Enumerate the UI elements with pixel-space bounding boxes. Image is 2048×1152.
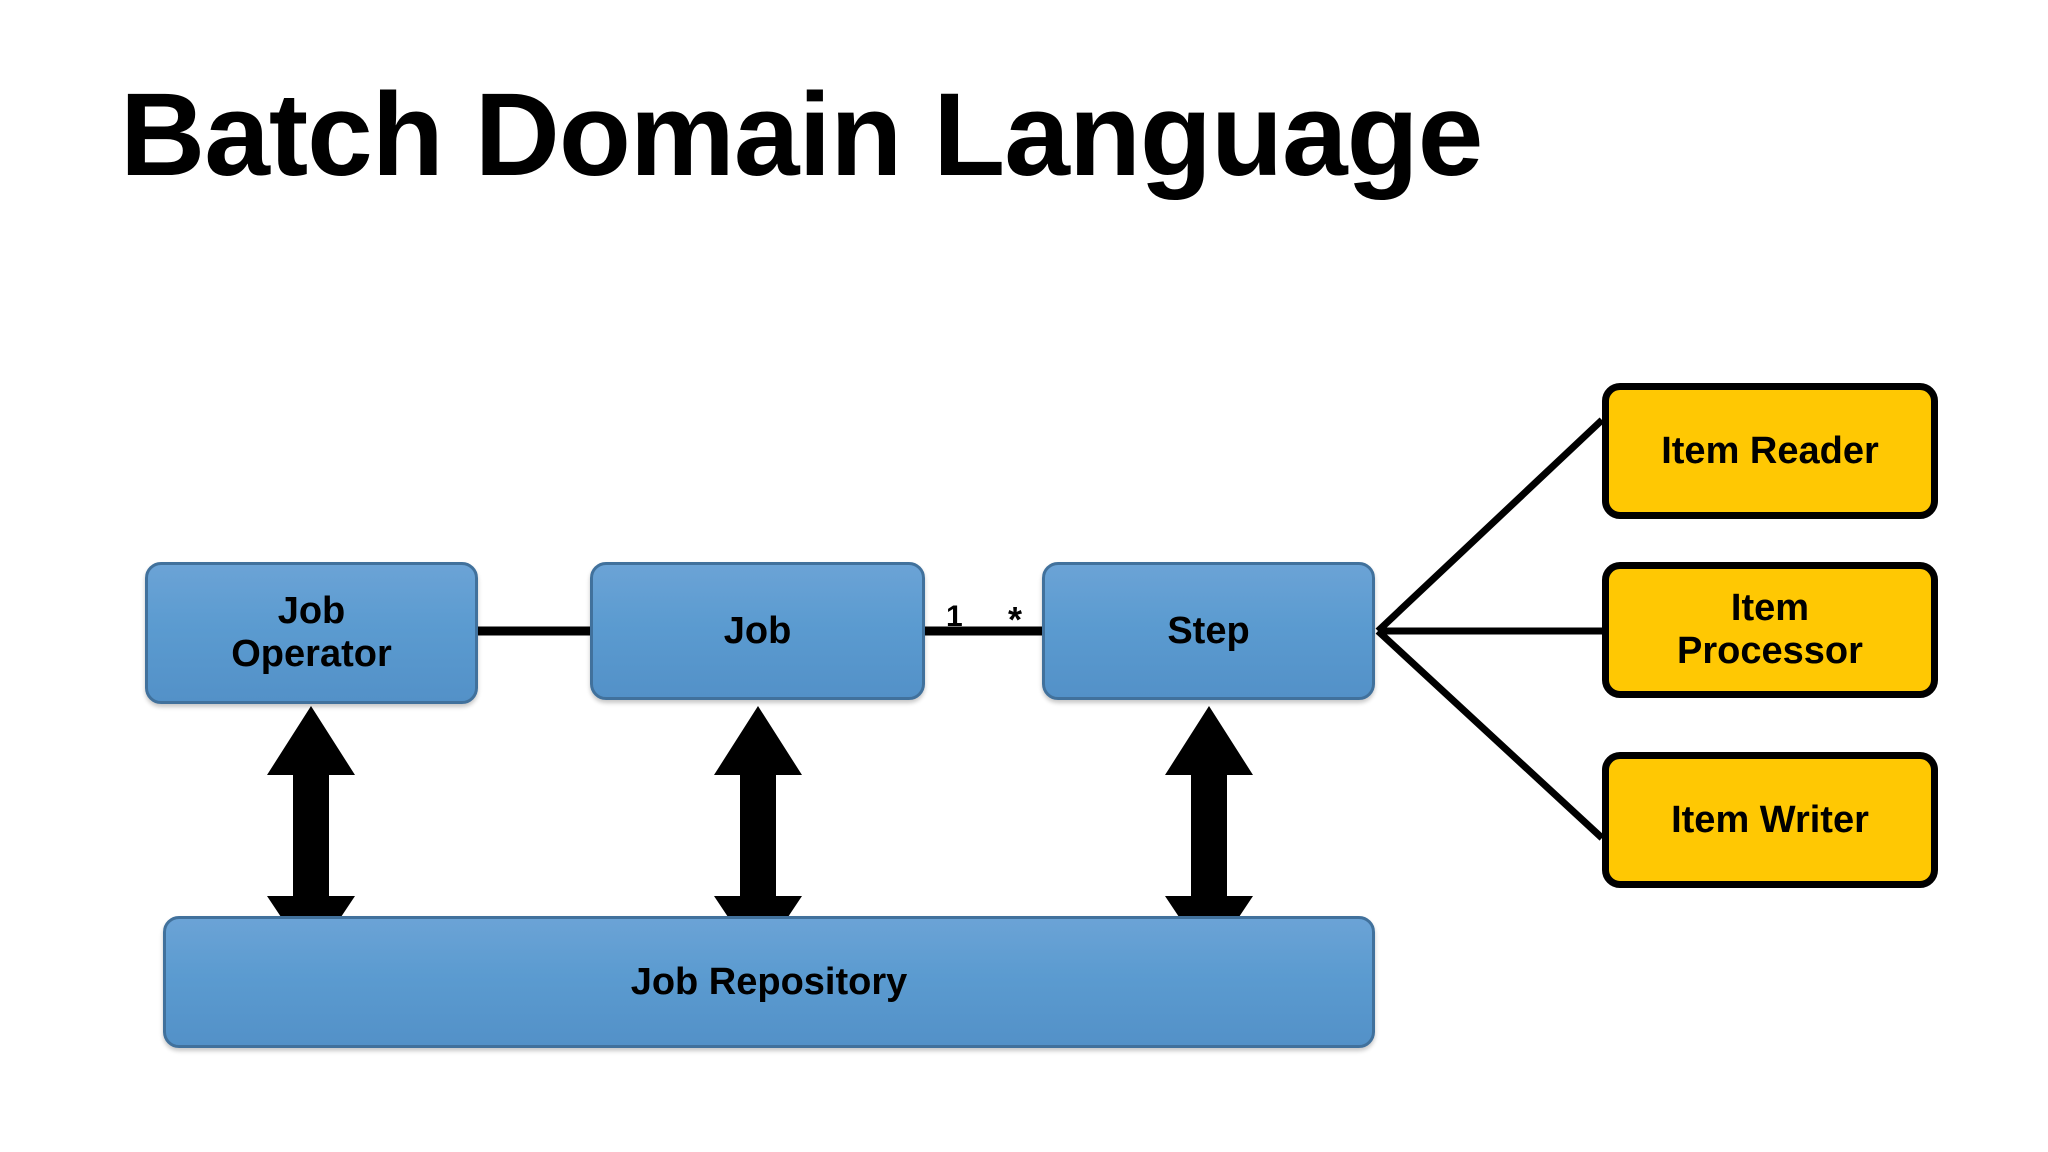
node-step[interactable]: Step bbox=[1042, 562, 1375, 700]
node-job-operator[interactable]: Job Operator bbox=[145, 562, 478, 704]
arrow-step-jobrepository bbox=[1165, 706, 1253, 962]
multiplicity-label-one: 1 bbox=[946, 600, 963, 633]
link-step-itemwriter bbox=[1375, 628, 1605, 841]
node-item-writer[interactable]: Item Writer bbox=[1602, 752, 1938, 888]
link-step-itemreader bbox=[1375, 417, 1605, 634]
node-item-reader[interactable]: Item Reader bbox=[1602, 383, 1938, 519]
node-job-repository[interactable]: Job Repository bbox=[163, 916, 1375, 1048]
arrow-joboperator-jobrepository bbox=[267, 706, 355, 962]
node-item-processor[interactable]: Item Processor bbox=[1602, 562, 1938, 698]
node-job[interactable]: Job bbox=[590, 562, 925, 700]
arrow-job-jobrepository bbox=[714, 706, 802, 962]
page-title: Batch Domain Language bbox=[120, 69, 1483, 201]
multiplicity-label-many: * bbox=[1008, 599, 1023, 640]
